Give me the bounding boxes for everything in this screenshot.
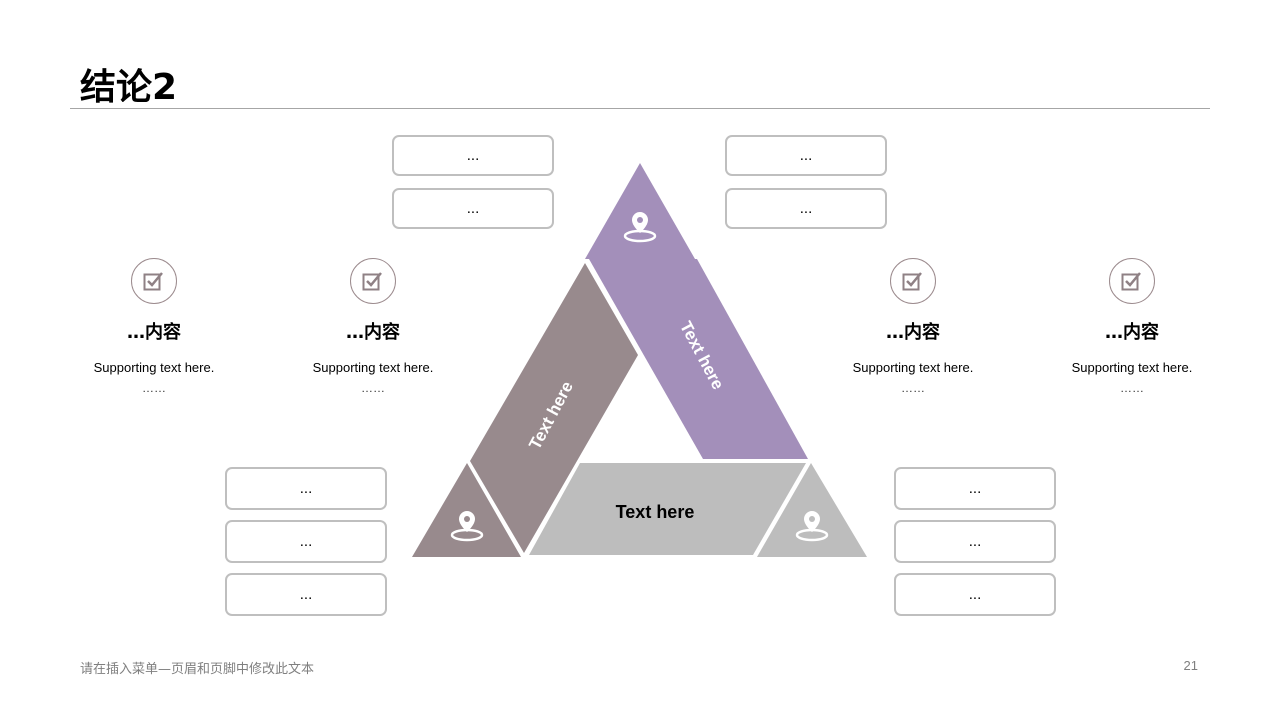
- page-number: 21: [1183, 658, 1198, 673]
- feature-title: …内容: [127, 322, 181, 343]
- text-box[interactable]: ...: [725, 188, 887, 229]
- feature-description: Supporting text here.: [852, 360, 974, 375]
- bottom-right-corner-triangle: [757, 463, 867, 557]
- text-box[interactable]: ...: [392, 135, 554, 176]
- feature-description: Supporting text here.: [312, 360, 434, 375]
- feature-title: …内容: [346, 322, 400, 343]
- feature-ellipsis: ……: [901, 381, 925, 395]
- location-pin-icon: [623, 212, 657, 243]
- feature-ellipsis: ……: [142, 381, 166, 395]
- feature-title: …内容: [886, 322, 940, 343]
- title-divider: [70, 108, 1210, 109]
- feature-item: …内容 Supporting text here. ……: [69, 258, 239, 395]
- bottom-band-label: Text here: [616, 502, 695, 522]
- text-box[interactable]: ...: [225, 573, 387, 616]
- checkbox-icon: [350, 258, 396, 304]
- text-box[interactable]: ...: [225, 467, 387, 510]
- text-box[interactable]: ...: [392, 188, 554, 229]
- feature-item: …内容 Supporting text here. ……: [828, 258, 998, 395]
- checkbox-icon: [131, 258, 177, 304]
- feature-item: …内容 Supporting text here. ……: [288, 258, 458, 395]
- page-title: 结论2: [80, 67, 178, 108]
- text-box[interactable]: ...: [894, 573, 1056, 616]
- footer-text: 请在插入菜单—页眉和页脚中修改此文本: [80, 662, 315, 677]
- bottom-band: [529, 463, 806, 555]
- text-box[interactable]: ...: [225, 520, 387, 563]
- feature-ellipsis: ……: [361, 381, 385, 395]
- text-box[interactable]: ...: [894, 467, 1056, 510]
- right-band: [589, 259, 808, 459]
- feature-title: …内容: [1105, 322, 1159, 343]
- top-corner-triangle: [585, 163, 695, 259]
- feature-item: …内容 Supporting text here. ……: [1047, 258, 1217, 395]
- text-box[interactable]: ...: [894, 520, 1056, 563]
- feature-description: Supporting text here.: [1071, 360, 1193, 375]
- location-pin-icon: [450, 511, 484, 542]
- location-pin-icon: [795, 511, 829, 542]
- feature-description: Supporting text here.: [93, 360, 215, 375]
- left-band: [470, 263, 638, 553]
- checkbox-icon: [1109, 258, 1155, 304]
- checkbox-icon: [890, 258, 936, 304]
- bottom-left-corner-triangle: [412, 463, 521, 557]
- feature-ellipsis: ……: [1120, 381, 1144, 395]
- text-box[interactable]: ...: [725, 135, 887, 176]
